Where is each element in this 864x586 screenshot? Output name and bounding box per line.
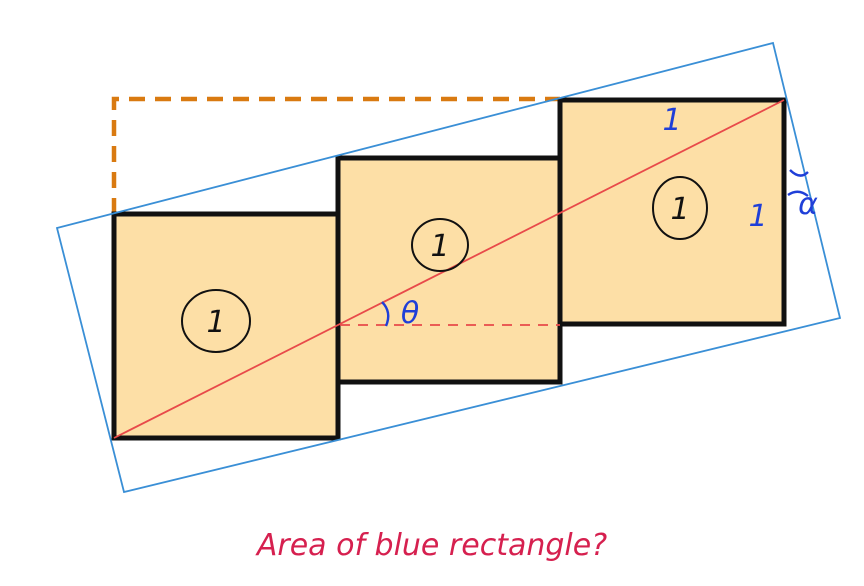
circle-annotation bbox=[411, 218, 469, 272]
square-middle-label: 1 bbox=[411, 218, 469, 272]
square-left bbox=[111, 211, 341, 441]
square-right bbox=[557, 97, 787, 327]
square-right-label: 1 bbox=[652, 176, 708, 240]
circle-annotation bbox=[181, 289, 251, 353]
top-side-label: 1 bbox=[662, 103, 681, 138]
right-side-label: 1 bbox=[748, 199, 767, 234]
alpha-brace bbox=[787, 169, 809, 197]
square-right-value: 1 bbox=[670, 192, 689, 227]
blue-rectangle bbox=[55, 41, 842, 494]
alpha-label: α bbox=[798, 187, 818, 222]
square-left-label: 1 bbox=[181, 289, 251, 353]
circle-annotation bbox=[652, 176, 708, 240]
theta-label: θ bbox=[401, 296, 419, 331]
square-middle-value: 1 bbox=[430, 229, 449, 264]
square-left-value: 1 bbox=[206, 305, 225, 340]
theta-arc bbox=[381, 301, 390, 327]
question-text: Area of blue rectangle? bbox=[255, 528, 607, 563]
orange-dashed-outline bbox=[111, 96, 560, 214]
